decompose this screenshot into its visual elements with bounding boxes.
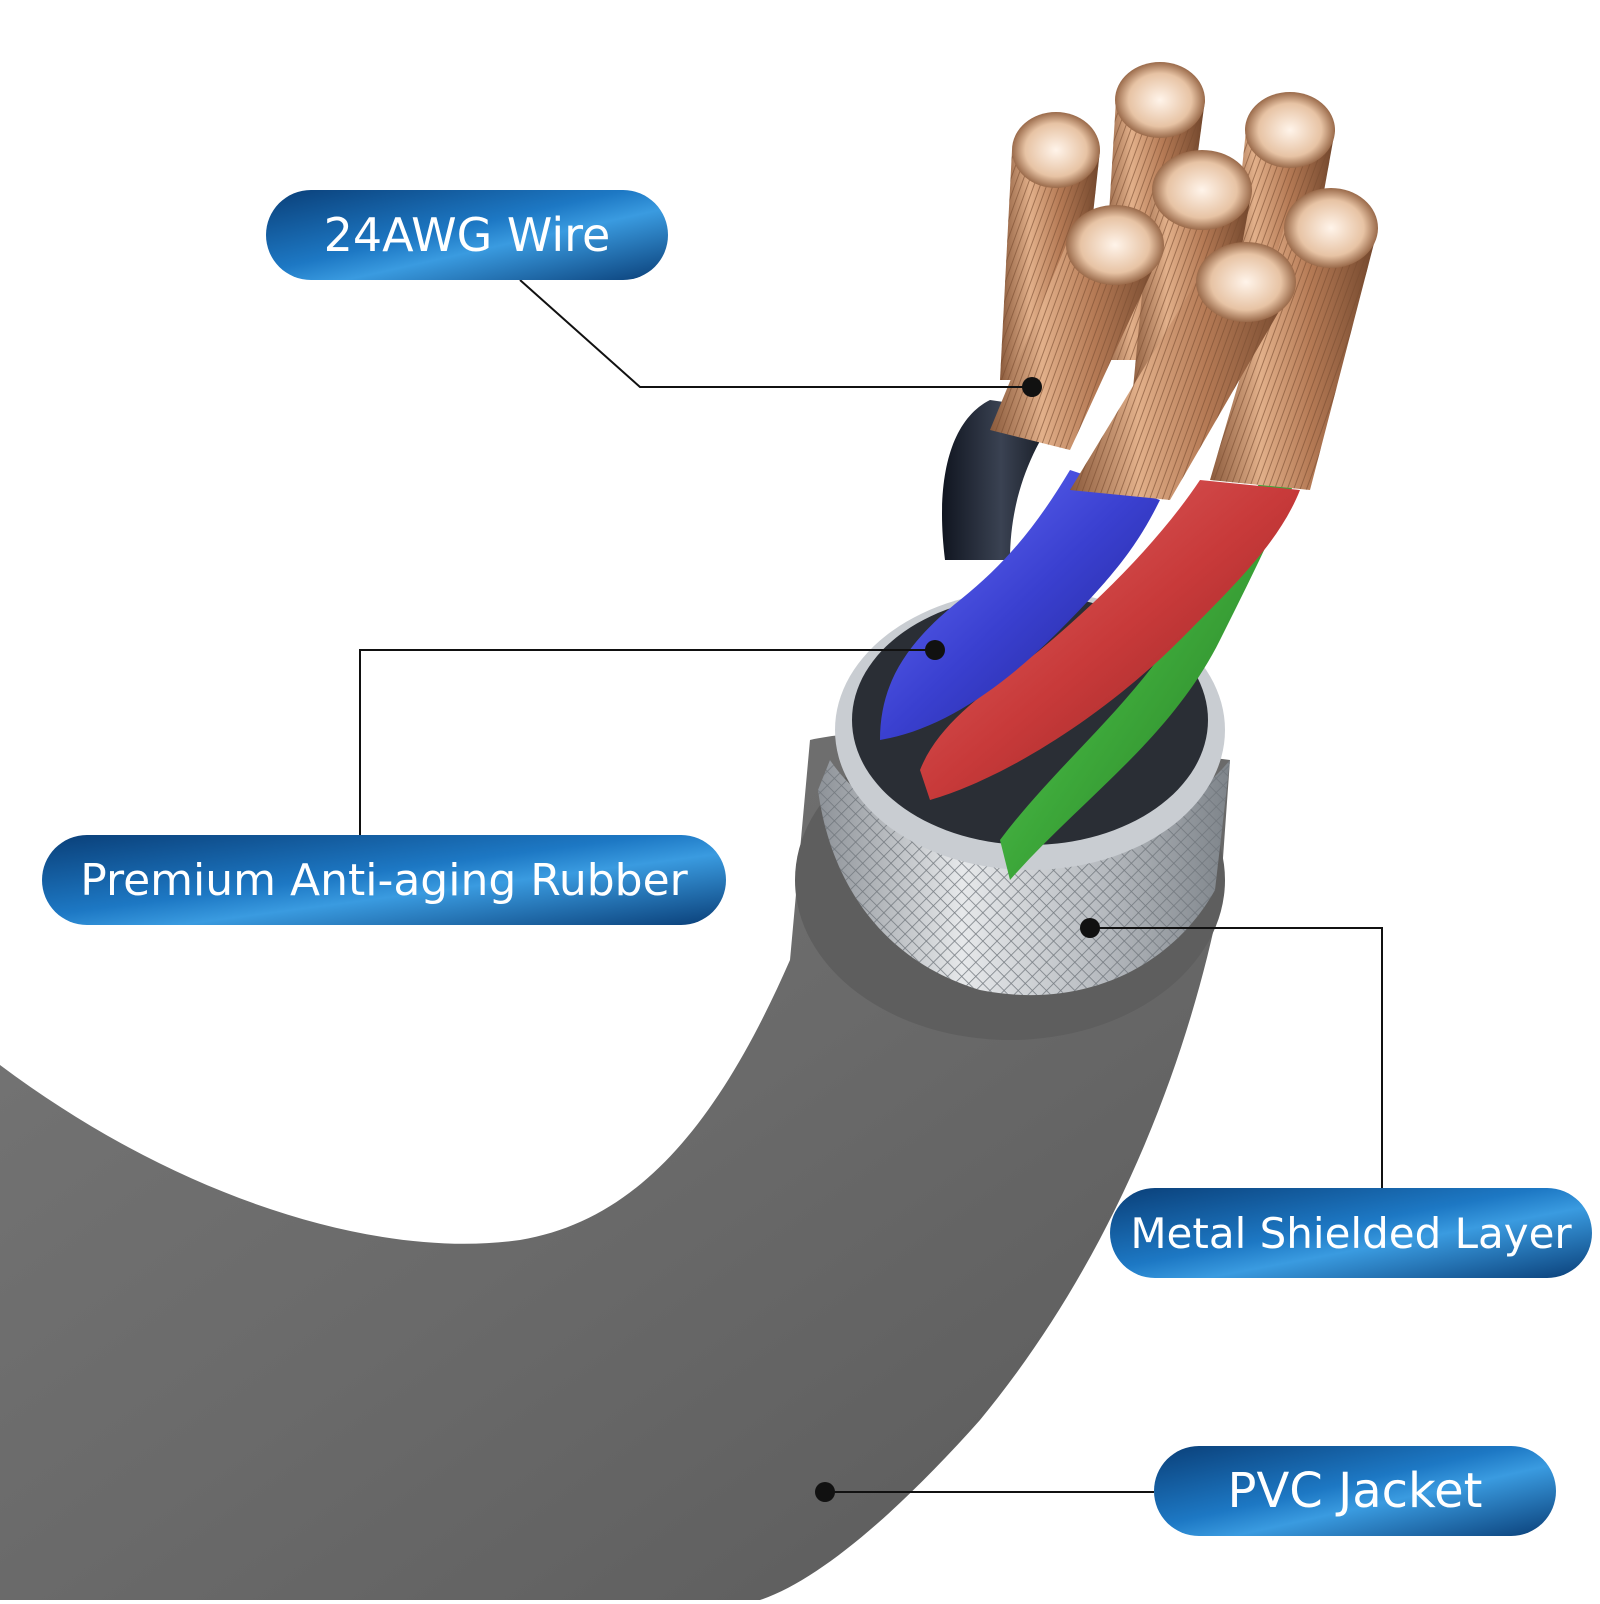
label-24awg-wire-text: 24AWG Wire: [323, 208, 611, 262]
label-24awg-wire: 24AWG Wire: [266, 190, 668, 280]
pill-jacket-bg: [1154, 1446, 1556, 1536]
dot-jacket: [815, 1482, 835, 1502]
dot-rubber: [925, 640, 945, 660]
leader-lines: [359, 279, 1383, 1493]
label-premium-rubber-text: Premium Anti-aging Rubber: [80, 854, 688, 906]
leader-shield: [1090, 927, 1383, 1188]
leader-wire: [519, 279, 1032, 388]
copper-strands: [990, 62, 1378, 500]
blue-wire: [880, 470, 1160, 740]
leader-dots: [815, 377, 1100, 1502]
label-pvc-jacket: PVC Jacket: [1154, 1446, 1556, 1536]
label-metal-shield: Metal Shielded Layer: [1110, 1188, 1592, 1278]
pill-wire-bg: [266, 190, 668, 280]
dot-wire: [1022, 377, 1042, 397]
pill-shield-bg: [1110, 1188, 1592, 1278]
pill-rubber-bg: [42, 835, 726, 925]
dot-shield: [1080, 918, 1100, 938]
label-metal-shield-text: Metal Shielded Layer: [1130, 1208, 1572, 1258]
label-pvc-jacket-text: PVC Jacket: [1227, 1463, 1483, 1519]
label-premium-rubber: Premium Anti-aging Rubber: [42, 835, 726, 925]
green-wire: [1000, 390, 1325, 880]
red-wire: [920, 480, 1300, 800]
leader-rubber: [359, 649, 935, 835]
